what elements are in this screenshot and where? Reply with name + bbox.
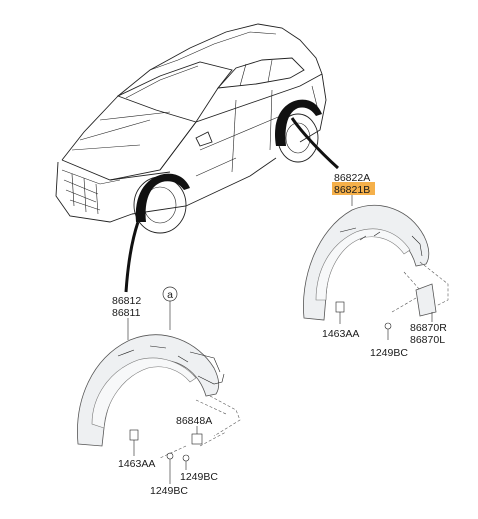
part-label-86821B[interactable]: 86821B: [334, 184, 370, 196]
part-label-1249BC-front-left[interactable]: 1249BC: [150, 485, 188, 497]
front-wheel-liner-group: a: [77, 286, 241, 484]
front-liner-on-vehicle: [135, 173, 190, 222]
leader-front: [124, 221, 140, 293]
part-label-86822A[interactable]: 86822A: [334, 172, 370, 184]
part-label-86848A[interactable]: 86848A: [176, 415, 212, 427]
rear-wheel-liner-group: [303, 190, 449, 340]
rear-part-labels: 86822A 86821B 1463AA 1249BC 86870R 86870…: [322, 172, 447, 359]
part-label-1249BC-front-right[interactable]: 1249BC: [180, 471, 218, 483]
part-label-highlight: [332, 182, 375, 195]
part-label-1463AA-front[interactable]: 1463AA: [118, 458, 155, 470]
rear-liner-on-vehicle: [274, 99, 322, 146]
front-part-labels: 86812 86811 86848A 1463AA 1249BC 1249BC: [112, 295, 218, 497]
part-label-86811[interactable]: 86811: [112, 307, 141, 319]
vehicle-illustration: [55, 23, 340, 293]
leader-rear: [290, 117, 340, 170]
part-label-86870L[interactable]: 86870L: [410, 334, 445, 346]
callout-circle-a-label: a: [167, 289, 173, 301]
part-label-1463AA-rear[interactable]: 1463AA: [322, 328, 359, 340]
part-label-86812[interactable]: 86812: [112, 295, 141, 307]
part-label-1249BC-rear[interactable]: 1249BC: [370, 347, 408, 359]
part-label-86870R[interactable]: 86870R: [410, 322, 447, 334]
